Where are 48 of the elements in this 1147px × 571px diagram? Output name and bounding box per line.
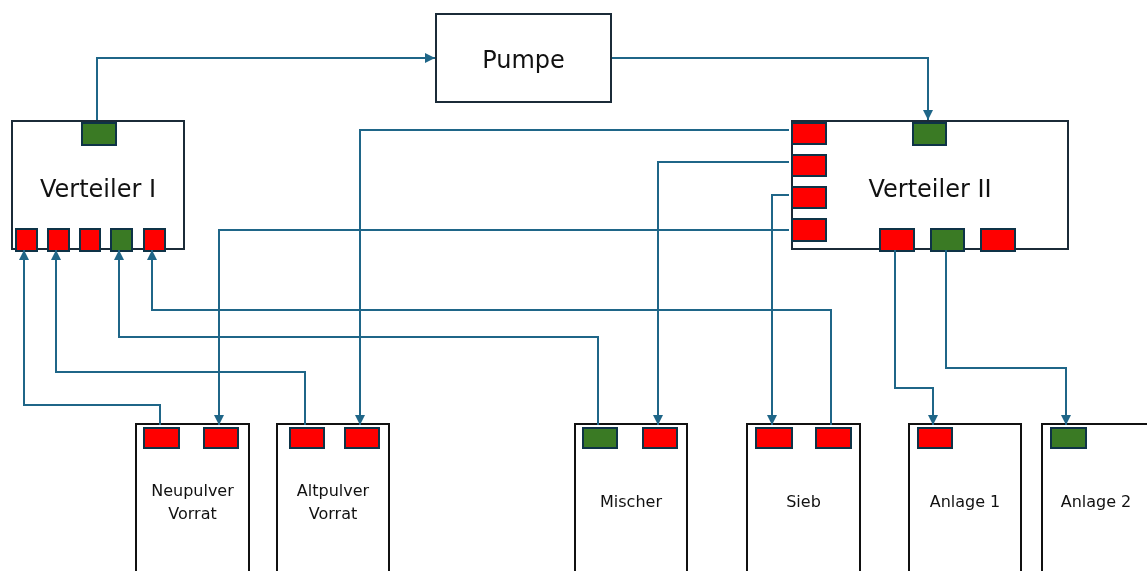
node-label: Anlage 2: [1059, 491, 1133, 513]
connection-port: [980, 228, 1016, 252]
process-box: [11, 120, 185, 250]
connection-port: [582, 427, 618, 449]
connection-port: [81, 122, 117, 146]
connection-port: [912, 122, 947, 146]
node-label: Pumpe: [481, 45, 566, 76]
node-label: Verteiler I: [38, 174, 157, 205]
process-box: [435, 13, 612, 103]
connection-port: [917, 427, 953, 449]
station-box: [574, 423, 688, 571]
connection-port: [755, 427, 793, 449]
connection-port: [879, 228, 915, 252]
connection-port: [47, 228, 70, 252]
connection-port: [143, 427, 180, 449]
process-box: [791, 120, 1069, 250]
node-label: Sieb: [785, 491, 822, 513]
arrow: [214, 229, 790, 426]
connection-port: [642, 427, 678, 449]
arrow: [653, 161, 790, 426]
connection-port: [143, 228, 166, 252]
node-label: Neupulver Vorrat: [150, 480, 235, 526]
connection-port: [289, 427, 325, 449]
station-box: [135, 423, 250, 571]
connection-port: [791, 154, 827, 177]
connection-port: [110, 228, 133, 252]
station-box: [746, 423, 861, 571]
station-box: [1041, 423, 1147, 571]
connection-port: [791, 186, 827, 209]
node-label: Altpulver Vorrat: [295, 480, 371, 526]
arrow: [611, 57, 933, 121]
connection-port: [15, 228, 38, 252]
arrow: [96, 53, 436, 121]
connection-port: [79, 228, 101, 252]
connection-port: [1050, 427, 1087, 449]
connection-port: [930, 228, 965, 252]
station-box: [276, 423, 390, 571]
node-label: Anlage 1: [928, 491, 1002, 513]
station-box: [908, 423, 1022, 571]
node-label: Mischer: [599, 491, 663, 513]
connection-port: [791, 218, 827, 242]
arrow: [355, 129, 790, 426]
connection-port: [791, 122, 827, 145]
node-label: Verteiler II: [867, 174, 993, 205]
connection-port: [203, 427, 239, 449]
arrow: [767, 194, 790, 426]
connection-port: [815, 427, 852, 449]
connection-port: [344, 427, 380, 449]
